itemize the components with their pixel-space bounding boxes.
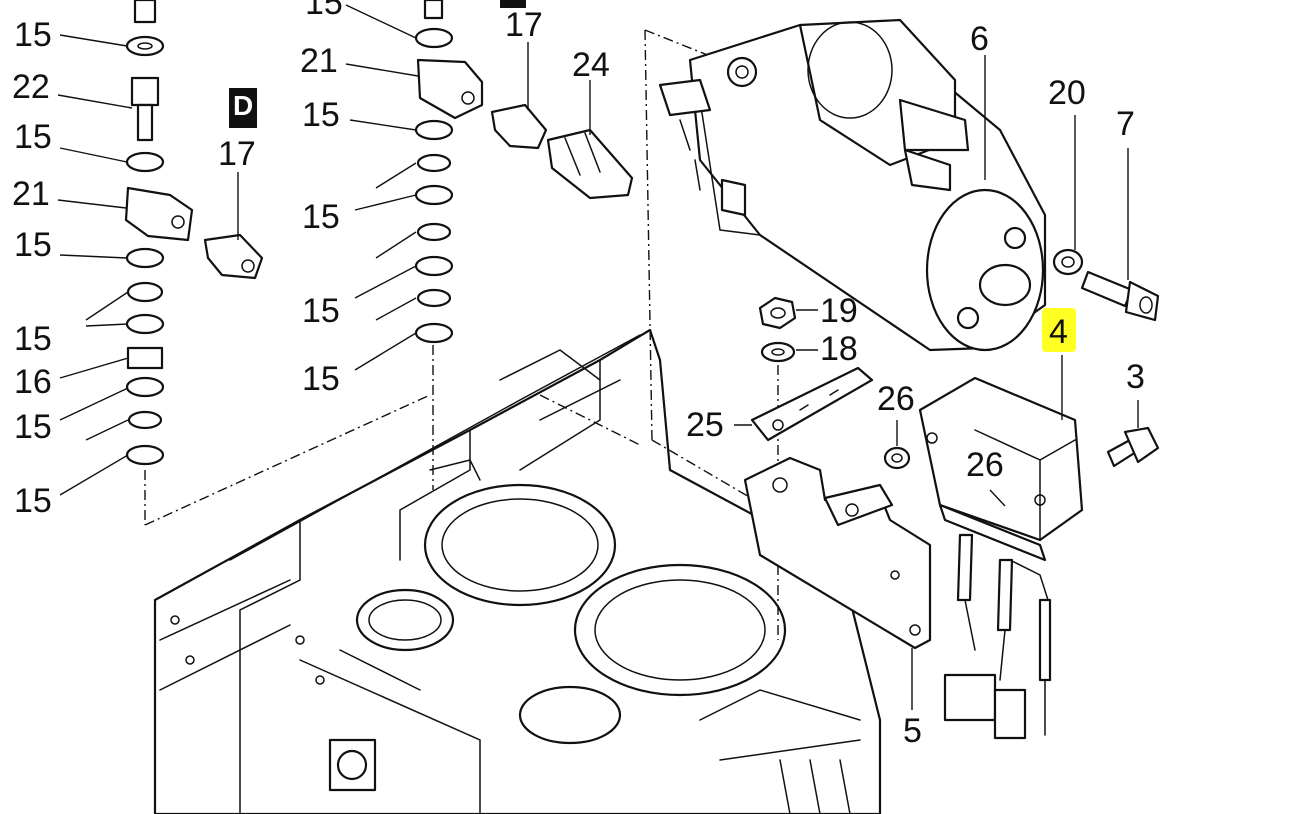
label-15: 15 [302, 96, 340, 134]
label-15: 15 [14, 408, 52, 446]
label-6: 6 [970, 20, 989, 58]
bolt-7 [1080, 270, 1160, 322]
d-badge-partial [500, 0, 526, 8]
bracket-5 [743, 456, 932, 650]
label-19: 19 [820, 292, 858, 330]
label-16: 16 [14, 363, 52, 401]
leader-lines [57, 4, 1139, 710]
label-3: 3 [1126, 358, 1145, 396]
label-15: 15 [14, 226, 52, 264]
label-21: 21 [300, 42, 338, 80]
label-17: 17 [505, 6, 543, 44]
engine-block [153, 328, 882, 814]
label-24: 24 [572, 46, 610, 84]
nut-19 [758, 296, 797, 330]
label-20: 20 [1048, 74, 1086, 112]
label-18: 18 [820, 330, 858, 368]
label-15: 15 [302, 198, 340, 236]
label-4-highlighted: 4 [1049, 313, 1068, 351]
washer-18 [760, 341, 796, 363]
label-21: 21 [12, 175, 50, 213]
spacer-26-a [883, 446, 911, 470]
label-7: 7 [1116, 105, 1135, 143]
left-fitting-stack [124, 0, 264, 466]
label-5: 5 [903, 712, 922, 750]
label-25: 25 [686, 406, 724, 444]
part-labels: 15 22 15 21 15 15 16 15 15 D 17 15 21 15… [12, 0, 1145, 750]
d-badge [229, 88, 257, 128]
regulator-4 [918, 376, 1084, 740]
label-15: 15 [14, 482, 52, 520]
label-26: 26 [877, 380, 915, 418]
label-17: 17 [218, 135, 256, 173]
label-15: 15 [302, 360, 340, 398]
starter-motor [658, 18, 1047, 352]
label-15: 15 [302, 292, 340, 330]
label-15: 15 [14, 118, 52, 156]
screw-3 [1106, 426, 1160, 468]
label-15: 15 [14, 320, 52, 358]
label-15: 15 [14, 16, 52, 54]
middle-fitting-stack [414, 0, 634, 344]
highlight-box [1042, 308, 1076, 352]
label-15: 15 [305, 0, 343, 22]
washer-20 [1052, 248, 1084, 276]
strap-25 [750, 366, 874, 442]
d-badge-letter: D [233, 90, 253, 121]
label-26: 26 [966, 446, 1004, 484]
label-22: 22 [12, 68, 50, 106]
